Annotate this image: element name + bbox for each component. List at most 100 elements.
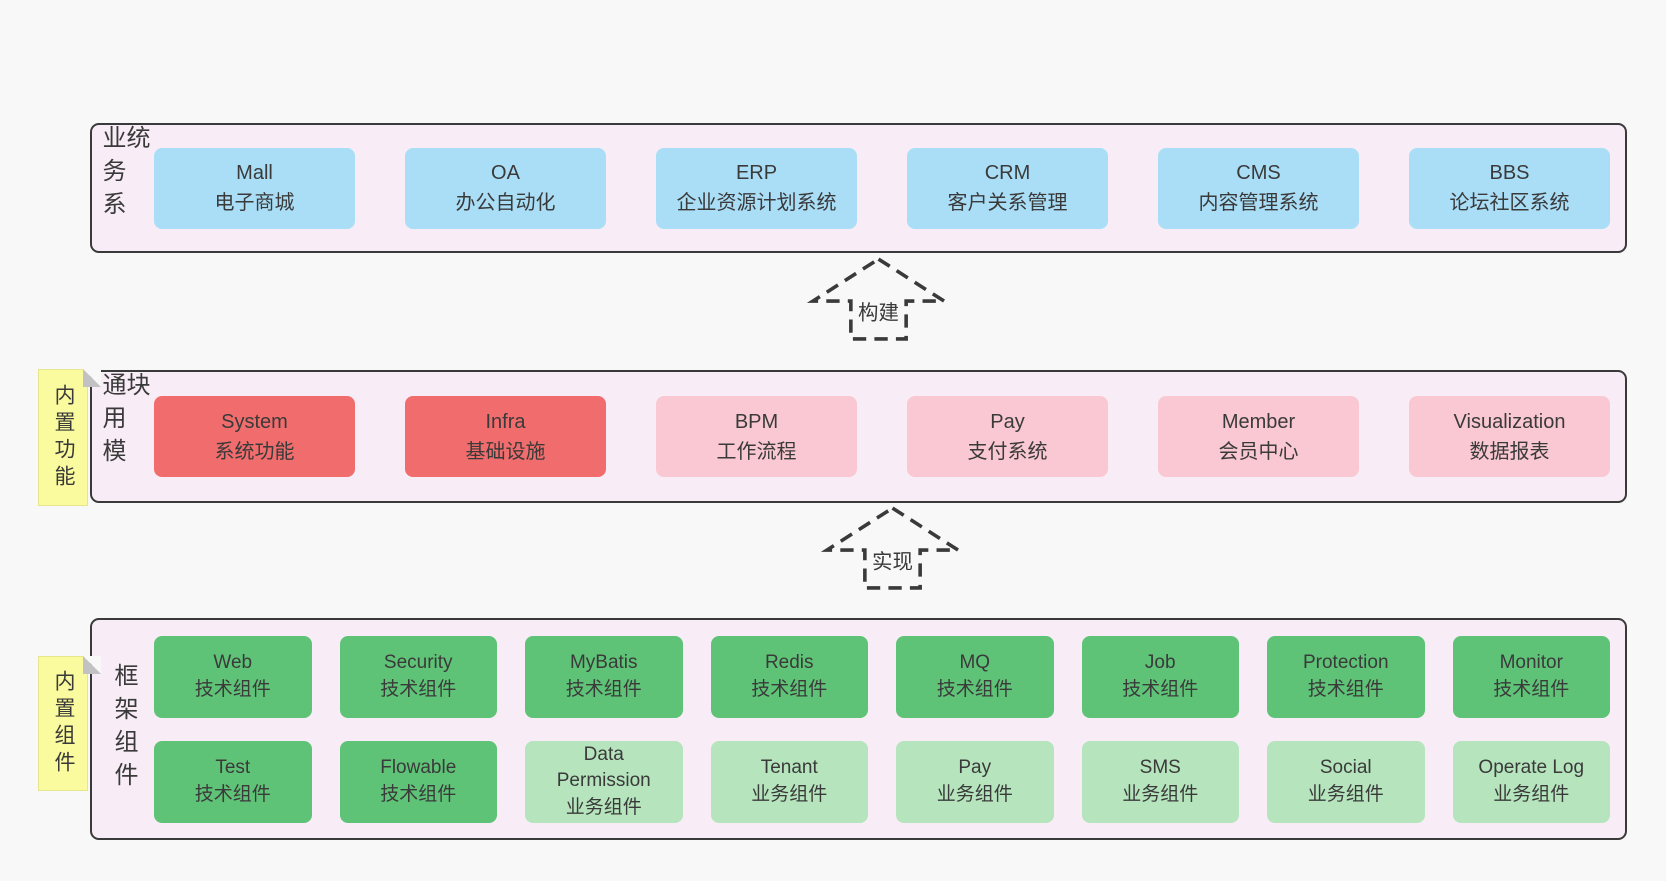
box-name: Infra	[485, 410, 526, 433]
box-desc: 技术组件	[194, 678, 271, 700]
box-row: System 系统功能 Infra 基础设施 BPM 工作流程 Pay 支付系统 Member 会…	[154, 396, 1610, 477]
box-name: Job	[1144, 652, 1176, 674]
box-desc: 业务组件	[1122, 783, 1199, 805]
box-desc: 技术组件	[1307, 678, 1384, 700]
box-desc: 业务组件	[1307, 783, 1384, 805]
box-desc: 技术组件	[1493, 678, 1570, 700]
layer-label-framework-components: 框架组件	[110, 663, 137, 795]
box-desc: 电子商城	[214, 192, 295, 214]
block-arrow-up-icon: 构建	[806, 256, 951, 341]
box-name: Tenant	[760, 757, 818, 779]
box-name: CMS	[1236, 162, 1281, 184]
box-name: Web	[213, 652, 253, 674]
sticky-note-framework-components: 内置组件	[38, 656, 101, 791]
box-name: BPM	[734, 410, 779, 433]
box-mybatis: MyBatis 技术组件	[525, 635, 683, 718]
box-name: OA	[491, 162, 520, 184]
box-visualization: Visualization 数据报表	[1409, 396, 1610, 477]
box-name: Test	[215, 757, 251, 779]
layer-framework-components: 内置组件框架组件 Web 技术组件 Security 技术组件 MyBatis 技术组件 Re…	[38, 618, 1627, 840]
box-desc: 企业资源计划系统	[676, 192, 837, 214]
box-name: Flowable	[380, 757, 457, 779]
box-desc: 业务组件	[751, 783, 828, 805]
layer-rows: System 系统功能 Infra 基础设施 BPM 工作流程 Pay 支付系统 Member 会…	[154, 372, 1625, 501]
box-desc: 论坛社区系统	[1449, 192, 1570, 214]
box-name: ERP	[735, 162, 778, 184]
box-mall: Mall 电子商城	[154, 147, 355, 229]
box-pay: Pay 支付系统	[907, 396, 1108, 477]
note-fold-corner-icon	[80, 369, 101, 387]
box-desc: 客户关系管理	[947, 192, 1068, 214]
box-name: Visualization	[1453, 410, 1566, 433]
arrow-label: 构建	[858, 301, 899, 324]
box-name: Member	[1221, 410, 1296, 433]
box-desc: 数据报表	[1469, 440, 1550, 463]
layer-common-modules: 内置功能通用模块 System 系统功能 Infra 基础设施 BPM 工作流程 Pay 支付系…	[38, 369, 1627, 506]
box-desc: 技术组件	[380, 678, 457, 700]
box-monitor: Monitor 技术组件	[1452, 635, 1610, 718]
arrow-build: 构建	[806, 256, 951, 342]
box-desc: 技术组件	[380, 783, 457, 805]
box-name: Security	[383, 652, 453, 674]
box-security: Security 技术组件	[339, 635, 497, 718]
box-name: CRM	[984, 162, 1031, 184]
box-crm: CRM 客户关系管理	[907, 147, 1108, 229]
layer-label-business-systems: 业务系统	[98, 125, 149, 224]
box-desc: 业务组件	[565, 796, 642, 818]
box-desc: 技术组件	[1122, 678, 1199, 700]
box-desc: 办公自动化	[455, 192, 556, 214]
note-fold-corner-icon	[80, 656, 101, 674]
box-infra: Infra 基础设施	[405, 396, 606, 477]
box-bpm: BPM 工作流程	[656, 396, 857, 477]
arrow-label: 实现	[872, 550, 913, 573]
box-desc: 业务组件	[1493, 783, 1570, 805]
box-name: System	[221, 410, 288, 433]
box-name: Operate Log	[1478, 757, 1585, 779]
box-name: Data Permission	[556, 744, 651, 792]
box-desc: 业务组件	[936, 783, 1013, 805]
box-protection: Protection 技术组件	[1267, 635, 1425, 718]
box-social: Social 业务组件	[1267, 740, 1425, 823]
box-operate-log: Operate Log 业务组件	[1452, 740, 1610, 823]
box-desc: 技术组件	[194, 783, 271, 805]
sticky-note-common-modules: 内置功能	[38, 369, 101, 506]
box-pay: Pay 业务组件	[896, 740, 1054, 823]
box-erp: ERP 企业资源计划系统	[656, 147, 857, 229]
block-arrow-up-icon: 实现	[820, 505, 965, 590]
box-web: Web 技术组件	[154, 635, 312, 718]
box-name: BBS	[1489, 162, 1530, 184]
box-desc: 技术组件	[565, 678, 642, 700]
box-flowable: Flowable 技术组件	[339, 740, 497, 823]
box-mq: MQ 技术组件	[896, 635, 1054, 718]
box-sms: SMS 业务组件	[1081, 740, 1239, 823]
box-name: MQ	[959, 652, 991, 674]
box-name: Pay	[990, 410, 1025, 433]
box-name: SMS	[1139, 757, 1181, 779]
box-desc: 技术组件	[936, 678, 1013, 700]
box-desc: 会员中心	[1218, 440, 1299, 463]
box-name: Protection	[1302, 652, 1389, 674]
box-desc: 系统功能	[214, 440, 295, 463]
box-name: MyBatis	[569, 652, 638, 674]
box-desc: 工作流程	[716, 440, 797, 463]
layer-label-common-modules: 通用模块	[98, 372, 149, 471]
box-data-permission: Data Permission 业务组件	[525, 740, 683, 823]
box-name: Pay	[958, 757, 992, 779]
arrow-implement: 实现	[820, 505, 965, 591]
box-desc: 支付系统	[967, 440, 1048, 463]
box-member: Member 会员中心	[1158, 396, 1359, 477]
box-desc: 基础设施	[465, 440, 546, 463]
box-name: Redis	[764, 652, 814, 674]
box-name: Monitor	[1499, 652, 1563, 674]
box-name: Mall	[236, 162, 273, 184]
box-name: Social	[1319, 757, 1372, 779]
box-system: System 系统功能	[154, 396, 355, 477]
box-row: Test 技术组件 Flowable 技术组件 Data Permission 业务组件 T…	[154, 740, 1610, 823]
